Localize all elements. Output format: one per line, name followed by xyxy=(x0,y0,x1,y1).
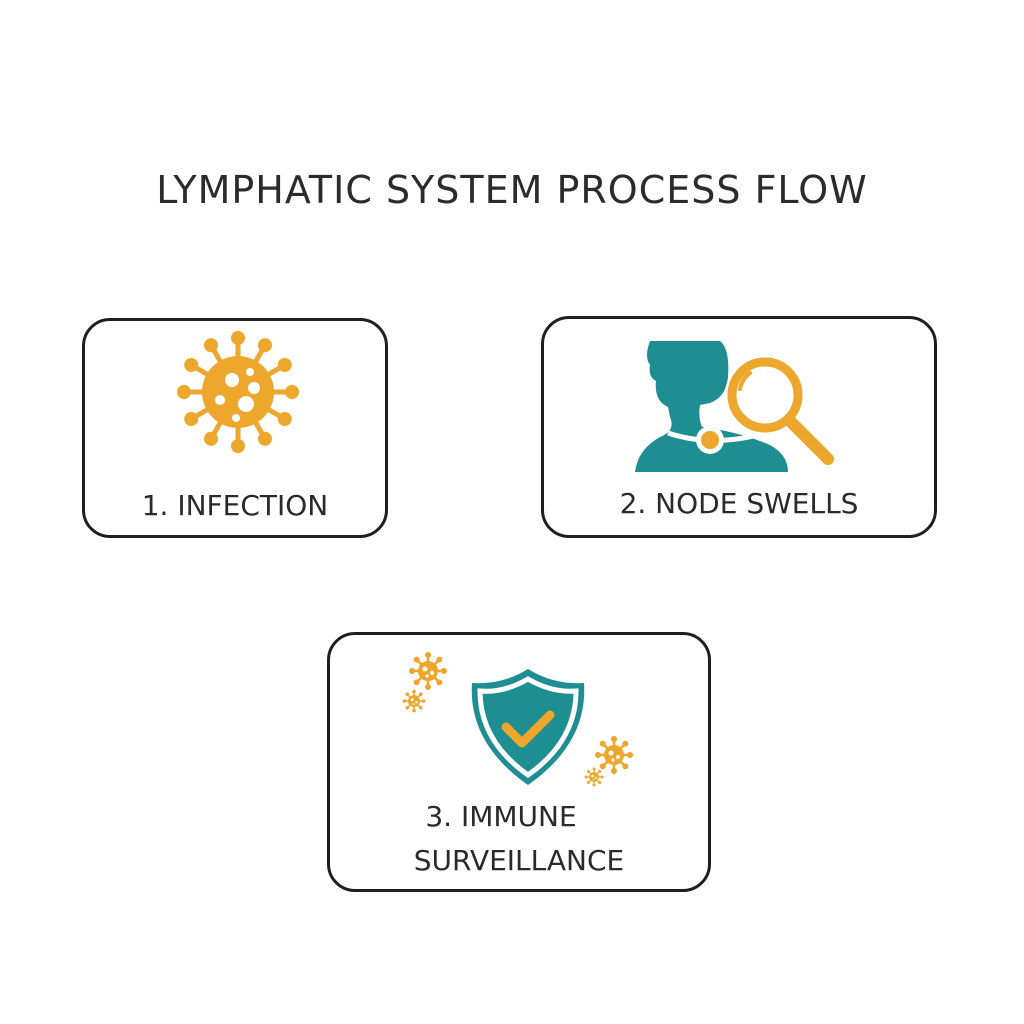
step-card-infection: 1. INFECTION xyxy=(82,318,388,538)
step-label-line1: 3. IMMUNE xyxy=(425,800,577,833)
virus-icon xyxy=(584,767,604,787)
step-label: 2. NODE SWELLS xyxy=(619,487,859,520)
step-card-immune-surveillance: 3. IMMUNE SURVEILLANCE xyxy=(327,632,711,892)
step-label: 1. INFECTION xyxy=(141,489,329,522)
step-card-node-swells: 2. NODE SWELLS xyxy=(541,316,937,538)
step-label: 3. IMMUNE SURVEILLANCE xyxy=(330,795,708,883)
diagram-title: LYMPHATIC SYSTEM PROCESS FLOW xyxy=(156,168,868,212)
step-label-line2: SURVEILLANCE xyxy=(413,844,625,877)
swollen-neck-magnifier-icon xyxy=(635,341,834,472)
virus-icon xyxy=(177,331,299,453)
shield-check-icon xyxy=(471,669,585,785)
virus-icon xyxy=(402,689,426,713)
virus-icon xyxy=(409,652,447,690)
virus-icon xyxy=(595,736,633,774)
